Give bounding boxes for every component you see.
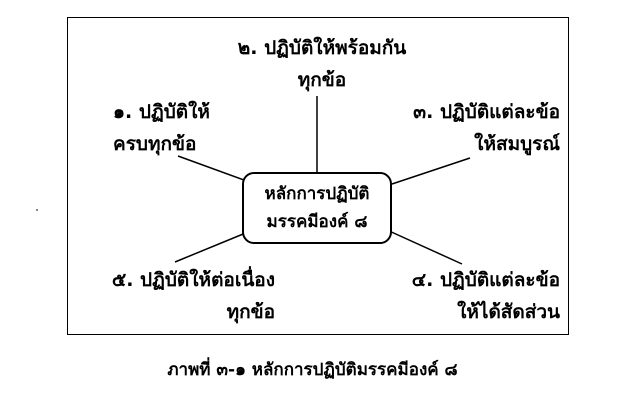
center-node-line2: มรรคมีองค์ ๘ xyxy=(266,212,368,232)
principle-item-5: ๕. ปฏิบัติให้ต่อเนื่อง ทุกข้อ xyxy=(75,264,275,328)
principle-item-3-line1: ๓. ปฏิบัติแต่ละข้อ xyxy=(413,101,560,123)
principle-item-2-line2: ทุกข้อ xyxy=(297,69,347,91)
principle-item-5-line1: ๕. ปฏิบัติให้ต่อเนื่อง xyxy=(111,269,275,291)
principle-item-5-line2: ทุกข้อ xyxy=(226,301,275,323)
figure-caption-label: ภาพที่ ๓-๑ xyxy=(167,360,252,380)
principle-item-1: ๑. ปฏิบัติให้ ครบทุกข้อ xyxy=(113,96,210,160)
figure-caption: ภาพที่ ๓-๑ หลักการปฏิบัติมรรคมีองค์ ๘ xyxy=(0,356,625,383)
diagram-frame xyxy=(67,17,569,335)
connector-item-3 xyxy=(391,157,471,185)
principle-item-4-line2: ให้ได้สัดส่วน xyxy=(457,301,560,323)
connector-item-4 xyxy=(386,229,463,265)
principle-item-4-line1: ๔. ปฏิบัติแต่ละข้อ xyxy=(411,269,560,291)
principle-item-3-line2: ให้สมบูรณ์ xyxy=(474,133,560,155)
principle-item-1-line2: ครบทุกข้อ xyxy=(113,133,197,155)
principle-item-2: ๒. ปฏิบัติให้พร้อมกัน ทุกข้อ xyxy=(232,32,412,96)
figure-caption-text: หลักการปฏิบัติมรรคมีองค์ ๘ xyxy=(251,360,458,380)
center-node-line1: หลักการปฏิบัติ xyxy=(264,184,370,204)
connector-item-5 xyxy=(174,231,249,263)
center-node: หลักการปฏิบัติ มรรคมีองค์ ๘ xyxy=(242,172,392,244)
principle-item-3: ๓. ปฏิบัติแต่ละข้อ ให้สมบูรณ์ xyxy=(400,96,560,160)
principle-item-4: ๔. ปฏิบัติแต่ละข้อ ให้ได้สัดส่วน xyxy=(400,264,560,328)
principle-item-1-line1: ๑. ปฏิบัติให้ xyxy=(113,101,210,123)
page-margin-mark xyxy=(36,209,38,211)
principle-item-2-line1: ๒. ปฏิบัติให้พร้อมกัน xyxy=(237,37,407,59)
